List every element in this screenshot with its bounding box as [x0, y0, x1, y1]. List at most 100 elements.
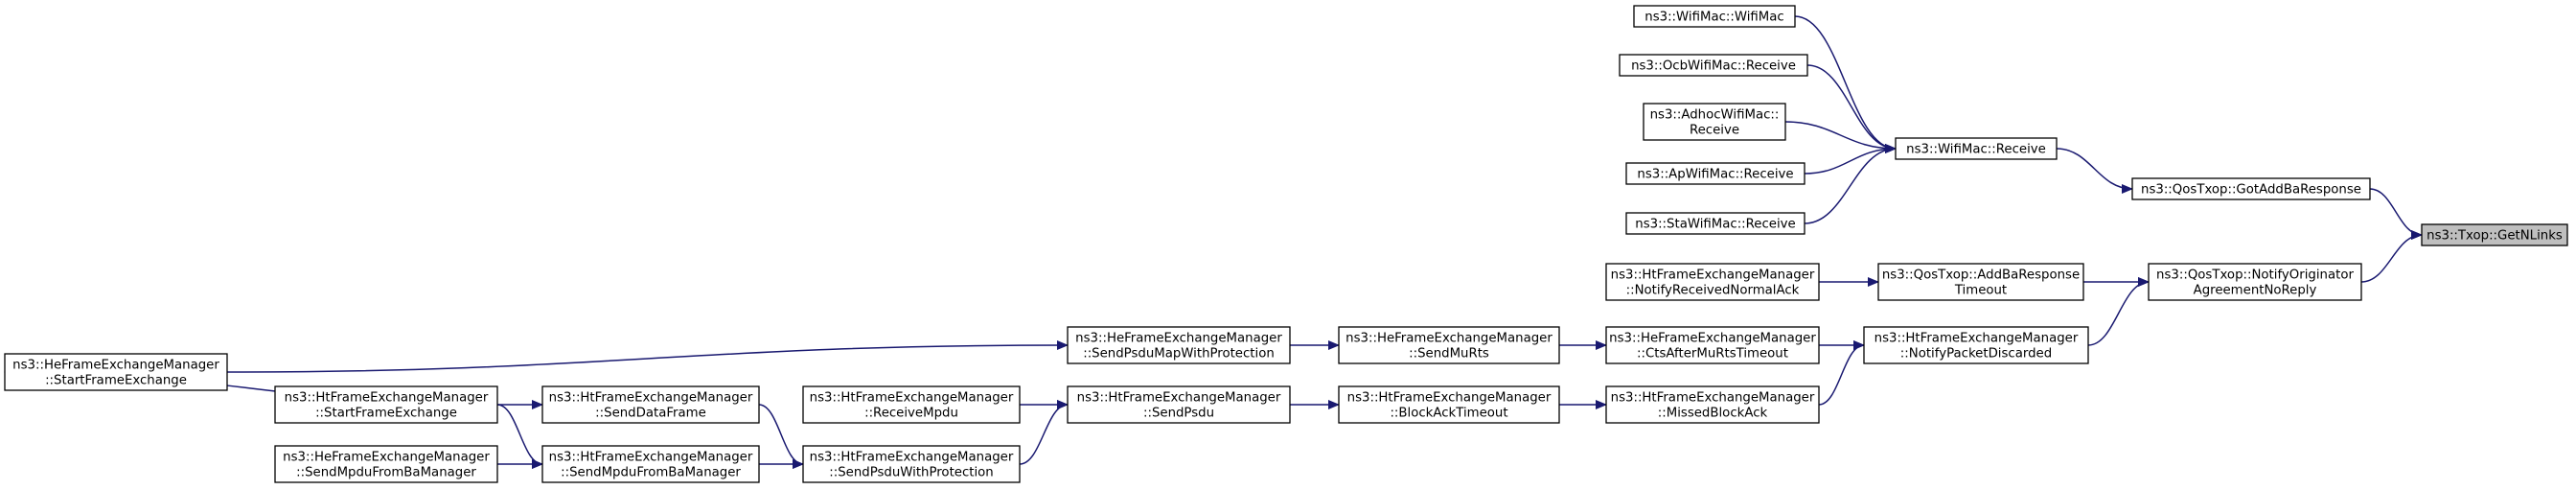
node-box [274, 445, 498, 483]
edge-adhoc-receive-to-wifi-mac-receive [1784, 121, 1897, 153]
node-label: ::CtsAfterMuRtsTimeout [1637, 347, 1788, 362]
node-adhoc-receive[interactable]: ns3::AdhocWifiMac::Receive [1643, 103, 1786, 141]
node-box [274, 385, 498, 424]
node-label: ::SendDataFrame [595, 407, 706, 421]
node-ocb-receive[interactable]: ns3::OcbWifiMac::Receive [1619, 54, 1808, 77]
node-box [1863, 326, 2089, 364]
node-box [1605, 385, 1820, 424]
edge-got-add-ba-response-to-root [2369, 188, 2423, 240]
node-label: ns3::AdhocWifiMac:: [1650, 108, 1780, 123]
edge-ap-receive-to-wifi-mac-receive [1804, 144, 1897, 175]
node-send-mu-rts[interactable]: ns3::HeFrameExchangeManager::SendMuRts [1338, 326, 1560, 364]
node-label: ::MissedBlockAck [1658, 407, 1768, 421]
node-label: Receive [1690, 124, 1739, 138]
node-box [2421, 223, 2568, 246]
node-ht-send-mpdu-from-ba-manager[interactable]: ns3::HtFrameExchangeManager::SendMpduFro… [541, 445, 760, 483]
function-nodes: ns3::Txop::GetNLinks ns3::QosTxop::GotAdd… [4, 5, 2568, 483]
node-label: ::SendPsdu [1143, 407, 1214, 421]
node-label: ::NotifyPacketDiscarded [1900, 347, 2052, 362]
edge-ht-start-frame-exchange-to-ht-send-mpdu-from-ba-manager [496, 404, 543, 469]
node-he-start-frame-exchange[interactable]: ns3::HeFrameExchangeManager::StartFrameE… [4, 353, 228, 391]
node-box [1605, 326, 1820, 364]
node-label: ns3::HeFrameExchangeManager [283, 451, 490, 465]
node-label: ns3::HtFrameExchangeManager [1874, 332, 2079, 346]
node-label: ns3::HeFrameExchangeManager [1609, 332, 1816, 346]
node-sta-receive[interactable]: ns3::StaWifiMac::Receive [1625, 212, 1806, 235]
node-label: ns3::QosTxop::AddBaResponse [1882, 268, 2080, 283]
edge-send-data-frame-to-send-psdu-with-protection [758, 404, 804, 469]
node-box [2148, 263, 2362, 301]
node-box [1067, 385, 1291, 424]
edge-he-start-frame-exchange-to-send-psdu-map-with-protection [226, 340, 1069, 373]
node-box [541, 385, 760, 424]
node-label: ns3::HtFrameExchangeManager [810, 451, 1014, 465]
node-label: ns3::HeFrameExchangeManager [1346, 332, 1552, 346]
node-he-send-mpdu-from-ba-manager[interactable]: ns3::HeFrameExchangeManager::SendMpduFro… [274, 445, 498, 483]
node-box [802, 385, 1021, 424]
node-label: ns3::HtFrameExchangeManager [1611, 391, 1815, 406]
node-cts-after-mu-rts-timeout[interactable]: ns3::HeFrameExchangeManager::CtsAfterMuR… [1605, 326, 1820, 364]
node-label: ::SendMpduFromBaManager [296, 466, 476, 480]
node-got-add-ba-response[interactable]: ns3::QosTxop::GotAddBaResponse [2131, 177, 2371, 200]
node-label: ::StartFrameExchange [315, 407, 457, 421]
node-notify-packet-discarded[interactable]: ns3::HtFrameExchangeManager::NotifyPacke… [1863, 326, 2089, 364]
node-label: ns3::WifiMac::WifiMac [1644, 11, 1783, 25]
node-label: Timeout [1954, 284, 2007, 298]
node-label: ::SendPsduWithProtection [829, 466, 994, 480]
node-label: ::SendMuRts [1409, 347, 1489, 362]
node-box [1605, 263, 1820, 301]
node-box [1067, 326, 1291, 364]
node-send-psdu-with-protection[interactable]: ns3::HtFrameExchangeManager::SendPsduWit… [802, 445, 1021, 483]
edge-send-psdu-with-protection-to-ht-send-psdu [1019, 400, 1069, 465]
node-box [802, 445, 1021, 483]
node-box [1643, 103, 1786, 141]
node-label: ns3::HtFrameExchangeManager [1077, 391, 1281, 406]
node-missed-block-ack[interactable]: ns3::HtFrameExchangeManager::MissedBlock… [1605, 385, 1820, 424]
node-box [1895, 137, 2058, 160]
node-box [1625, 212, 1806, 235]
node-label: ns3::Txop::GetNLinks [2426, 229, 2563, 244]
node-label: ns3::ApWifiMac::Receive [1637, 168, 1793, 182]
node-box [1338, 385, 1560, 424]
node-label: ns3::HtFrameExchangeManager [549, 451, 753, 465]
node-box [1619, 54, 1808, 77]
node-label: ns3::WifiMac::Receive [1906, 143, 2046, 157]
node-label: ns3::HtFrameExchangeManager [1611, 268, 1815, 283]
node-wifi-mac-ctor[interactable]: ns3::WifiMac::WifiMac [1633, 5, 1796, 28]
node-label: ::SendMpduFromBaManager [561, 466, 741, 480]
edge-notify-originator-to-root [2360, 230, 2423, 283]
node-label: ::NotifyReceivedNormalAck [1626, 284, 1800, 298]
node-label: ns3::HtFrameExchangeManager [285, 391, 489, 406]
edge-wifi-mac-receive-to-got-add-ba-response [2056, 148, 2133, 194]
node-ap-receive[interactable]: ns3::ApWifiMac::Receive [1625, 162, 1806, 185]
node-send-data-frame[interactable]: ns3::HtFrameExchangeManager::SendDataFra… [541, 385, 760, 424]
node-root[interactable]: ns3::Txop::GetNLinks [2421, 223, 2568, 246]
node-block-ack-timeout[interactable]: ns3::HtFrameExchangeManager::BlockAckTim… [1338, 385, 1560, 424]
node-notify-originator[interactable]: ns3::QosTxop::NotifyOriginatorAgreementN… [2148, 263, 2362, 301]
node-label: AgreementNoReply [2194, 284, 2317, 298]
node-box [1338, 326, 1560, 364]
node-label: ns3::HtFrameExchangeManager [1347, 391, 1552, 406]
node-ht-send-psdu[interactable]: ns3::HtFrameExchangeManager::SendPsdu [1067, 385, 1291, 424]
node-wifi-mac-receive[interactable]: ns3::WifiMac::Receive [1895, 137, 2058, 160]
node-label: ::ReceiveMpdu [864, 407, 958, 421]
node-notify-received-normal-ack[interactable]: ns3::HtFrameExchangeManager::NotifyRecei… [1605, 263, 1820, 301]
node-receive-mpdu[interactable]: ns3::HtFrameExchangeManager::ReceiveMpdu [802, 385, 1021, 424]
edge-ocb-receive-to-wifi-mac-receive [1806, 64, 1897, 153]
node-label: ns3::HeFrameExchangeManager [12, 359, 219, 373]
node-label: ::BlockAckTimeout [1390, 407, 1507, 421]
node-label: ns3::QosTxop::NotifyOriginator [2156, 268, 2354, 283]
node-label: ns3::HeFrameExchangeManager [1075, 332, 1282, 346]
node-label: ns3::QosTxop::GotAddBaResponse [2141, 183, 2361, 198]
edge-wifi-mac-ctor-to-wifi-mac-receive [1794, 15, 1897, 153]
node-box [541, 445, 760, 483]
node-box [1625, 162, 1806, 185]
edge-missed-block-ack-to-notify-packet-discarded [1818, 340, 1865, 406]
node-label: ::SendPsduMapWithProtection [1083, 347, 1275, 362]
node-ht-start-frame-exchange[interactable]: ns3::HtFrameExchangeManager::StartFrameE… [274, 385, 498, 424]
node-label: ::StartFrameExchange [45, 374, 187, 388]
node-box [1877, 263, 2084, 301]
node-send-psdu-map-with-protection[interactable]: ns3::HeFrameExchangeManager::SendPsduMap… [1067, 326, 1291, 364]
